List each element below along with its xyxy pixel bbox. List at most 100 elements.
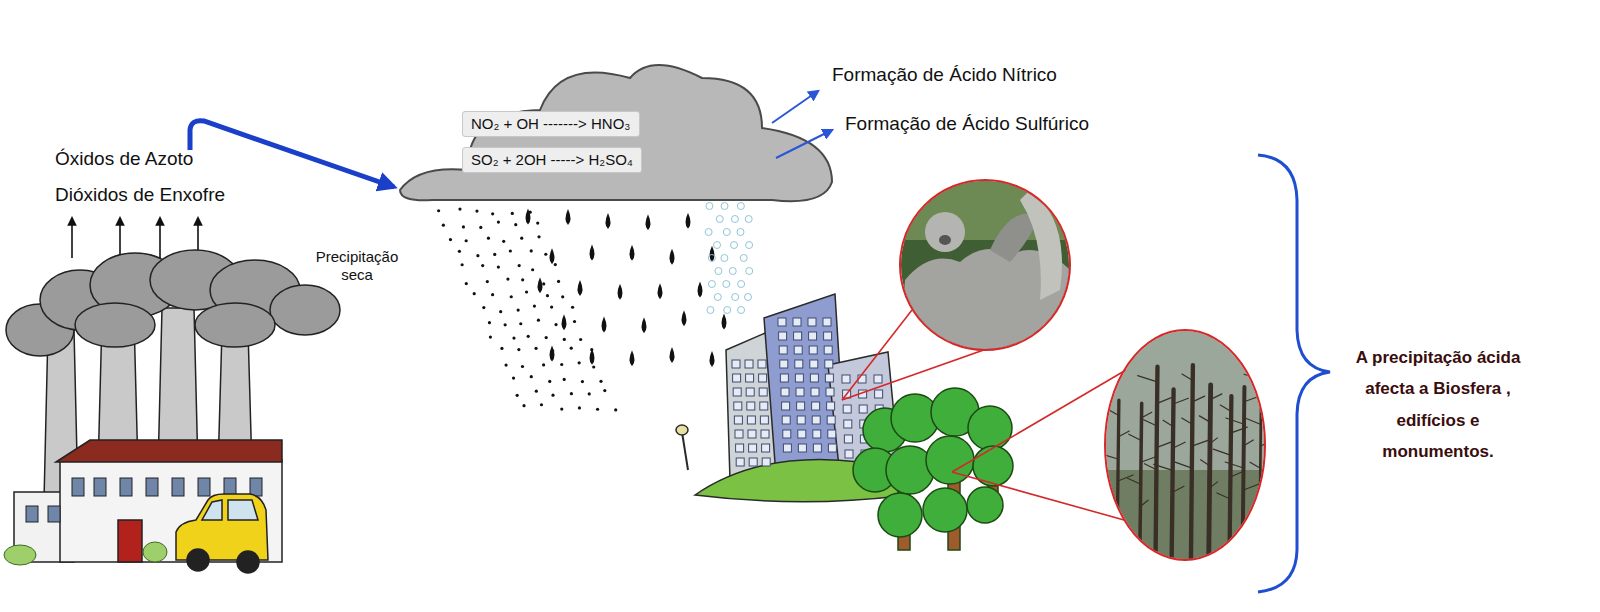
window (824, 346, 832, 354)
dry-particle (437, 209, 440, 212)
dead-branch (1260, 440, 1272, 446)
dead-branch (1192, 396, 1205, 402)
window (828, 444, 836, 452)
dead-branch (1243, 440, 1253, 446)
factory (4, 250, 340, 573)
dry-particle (512, 336, 515, 339)
foliage (923, 488, 967, 532)
dry-particle (487, 237, 490, 240)
window (198, 478, 210, 496)
dead-branch (1243, 484, 1259, 490)
dry-particle (504, 364, 507, 367)
dead-branch (1182, 418, 1192, 424)
wheel (237, 551, 259, 573)
dry-particle (519, 322, 522, 325)
dry-particle (527, 335, 530, 338)
window (762, 444, 770, 452)
window (749, 444, 757, 452)
dead-branch (1246, 418, 1261, 424)
rain-drop (538, 277, 543, 293)
dry-particle (530, 375, 533, 378)
dry-particle (506, 278, 509, 281)
window (813, 430, 821, 438)
window (736, 458, 744, 466)
smoke-puff (75, 303, 155, 347)
dry-particle (578, 361, 581, 364)
dry-particle (570, 347, 573, 350)
window (810, 374, 818, 382)
dead-branch (1201, 460, 1210, 466)
window (758, 360, 766, 368)
dead-branch (1141, 500, 1148, 506)
window (825, 374, 833, 382)
window (48, 506, 60, 522)
lamp-post (682, 432, 688, 470)
window (747, 416, 755, 424)
dry-particle (442, 224, 445, 227)
up-arrow (159, 218, 161, 258)
rain-drop (602, 317, 607, 333)
dead-branch (1217, 493, 1231, 499)
dry-particle (554, 323, 557, 326)
dead-branch (1199, 416, 1209, 422)
window (146, 478, 158, 496)
cloud (400, 65, 832, 201)
dry-particle (571, 306, 574, 309)
window (795, 374, 803, 382)
dry-particle (479, 226, 482, 229)
dry-particle (475, 209, 478, 212)
window (827, 416, 835, 424)
equation-box: SO₂ + 2OH -----> H₂SO₄ (462, 147, 642, 173)
factory-door (118, 520, 142, 562)
equation-text: SO₂ + 2OH -----> H₂SO₄ (471, 151, 633, 169)
window (745, 360, 753, 368)
wet-droplet (723, 229, 730, 236)
dead-branch (1260, 396, 1272, 402)
window (747, 402, 755, 410)
window (760, 416, 768, 424)
wet-droplet (729, 268, 736, 275)
rain-drop (606, 213, 611, 229)
window (748, 430, 756, 438)
factory-roof (56, 440, 282, 462)
statue-drape (1020, 190, 1062, 300)
dry-particle (517, 308, 520, 311)
dry-particle (525, 290, 528, 293)
dry-particle (522, 404, 525, 407)
rain-drop (630, 245, 635, 261)
up-arrow (71, 218, 73, 258)
window (811, 388, 819, 396)
rain-drop (578, 280, 583, 296)
window (72, 478, 84, 496)
pollutant-label: Óxidos de Azoto (55, 148, 193, 171)
window (759, 388, 767, 396)
dry-particle (534, 347, 537, 350)
dead-branch (1141, 412, 1152, 418)
dry-particle (592, 365, 595, 368)
dead-branch (1230, 427, 1247, 433)
dry-particle (488, 321, 491, 324)
bush (143, 542, 167, 562)
wet-droplet (724, 307, 731, 314)
rain-drop (566, 209, 571, 225)
dead-tree (1242, 387, 1244, 565)
rain-drop (562, 314, 567, 330)
dry-particle (500, 347, 503, 350)
dead-branch (1175, 462, 1192, 468)
dead-branch (1250, 462, 1260, 468)
dead-branch (1154, 464, 1173, 470)
window (797, 402, 805, 410)
dry-particle (537, 319, 540, 322)
dry-particle (491, 212, 494, 215)
window (783, 444, 791, 452)
window (828, 430, 836, 438)
dry-particle (518, 264, 521, 267)
window (746, 374, 754, 382)
rain-drop (722, 314, 727, 330)
dead-branch (1163, 420, 1172, 426)
wet-droplet (716, 216, 723, 223)
dry-particle (588, 392, 591, 395)
dry-particle (504, 323, 507, 326)
dead-tree (1117, 400, 1119, 565)
